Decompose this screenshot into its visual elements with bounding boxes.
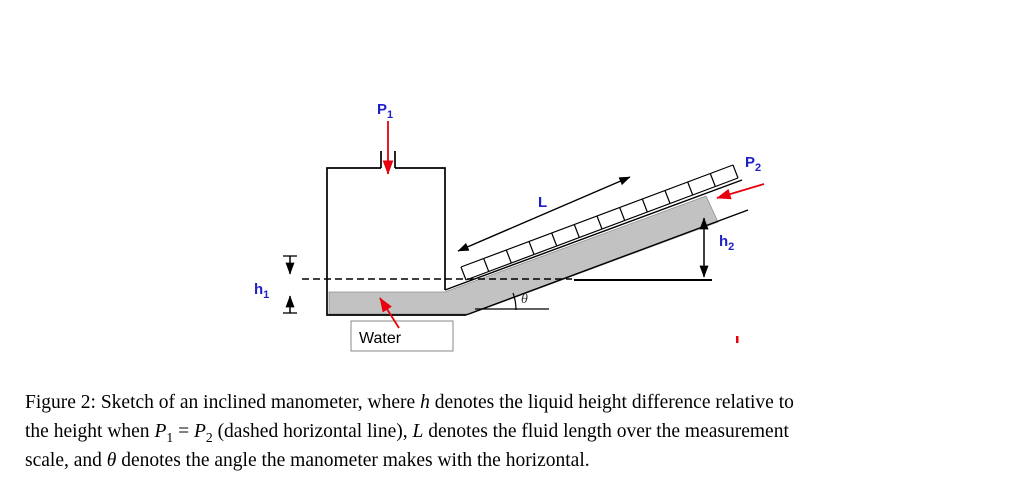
stray-mark	[736, 336, 739, 343]
p1-label: P1	[377, 101, 393, 121]
theta-arc	[512, 292, 517, 311]
caption-text: the height when	[25, 421, 155, 442]
caption-line: scale, and θ denotes the angle the manom…	[25, 446, 1010, 475]
manometer-fluid	[328, 195, 719, 315]
h2-label: h2	[719, 233, 734, 253]
h1-label: h1	[254, 281, 269, 301]
caption-text: denotes the liquid height difference rel…	[429, 392, 794, 413]
water-pointer-arrow	[379, 297, 400, 329]
math-var-p2: P	[193, 421, 206, 442]
p2-label: P2	[745, 154, 761, 174]
scale-rung	[709, 173, 716, 187]
h1-label-main: h	[254, 281, 263, 298]
tank-outline	[326, 167, 466, 316]
p2-label-sub: 2	[755, 162, 761, 174]
caption-text: denotes the fluid length over the measur…	[423, 421, 789, 442]
l-label: L	[538, 194, 547, 211]
water-label: Water	[359, 330, 402, 347]
l-dimension-arrow	[457, 176, 631, 252]
caption-text: (dashed horizontal line),	[212, 421, 413, 442]
p1-label-main: P	[377, 101, 387, 118]
p2-label-main: P	[745, 154, 755, 171]
scale-rung	[551, 232, 558, 247]
h2-label-main: h	[719, 233, 728, 250]
scale-rung	[505, 249, 512, 264]
scale-rung	[687, 181, 694, 196]
scale-rung	[528, 241, 535, 255]
scale-rung	[619, 207, 626, 221]
scale-rung	[596, 215, 603, 230]
scale-rung	[460, 266, 467, 281]
caption-text: Figure 2: Sketch of an inclined manomete…	[25, 392, 421, 413]
manometer-diagram: θ h1 L h2 P1 P2 Water	[254, 101, 765, 352]
diagram-area: θ h1 L h2 P1 P2 Water	[254, 101, 765, 352]
tank-inlet-ticks	[380, 151, 396, 168]
math-var-p1: P	[154, 421, 167, 442]
scale-rung	[641, 198, 648, 213]
scale-rung	[483, 258, 490, 272]
scale-rung	[664, 190, 671, 204]
p2-pressure-arrow	[716, 183, 765, 200]
caption-text: scale, and	[25, 450, 107, 471]
theta-label: θ	[521, 292, 528, 307]
h2-label-sub: 2	[728, 241, 734, 253]
tube-top-wall	[444, 179, 743, 291]
math-var-l: L	[412, 421, 424, 442]
math-var-theta: θ	[106, 450, 117, 471]
math-var-h: h	[420, 392, 430, 413]
water-label-box	[350, 320, 454, 352]
caption-line: Figure 2: Sketch of an inclined manomete…	[25, 388, 1010, 417]
scale-rung	[732, 164, 739, 179]
scale-rung	[573, 224, 580, 238]
h1-label-sub: 1	[263, 289, 269, 301]
p1-label-sub: 1	[387, 109, 393, 121]
caption-text: denotes the angle the manometer makes wi…	[116, 450, 590, 471]
math-sub: 1	[166, 429, 174, 445]
tube-bottom-wall	[465, 209, 749, 316]
figure-caption: Figure 2: Sketch of an inclined manomete…	[25, 388, 1010, 475]
caption-line: the height when P1 = P2 (dashed horizont…	[25, 417, 1010, 446]
caption-text: =	[173, 421, 194, 442]
math-sub: 2	[205, 429, 213, 445]
